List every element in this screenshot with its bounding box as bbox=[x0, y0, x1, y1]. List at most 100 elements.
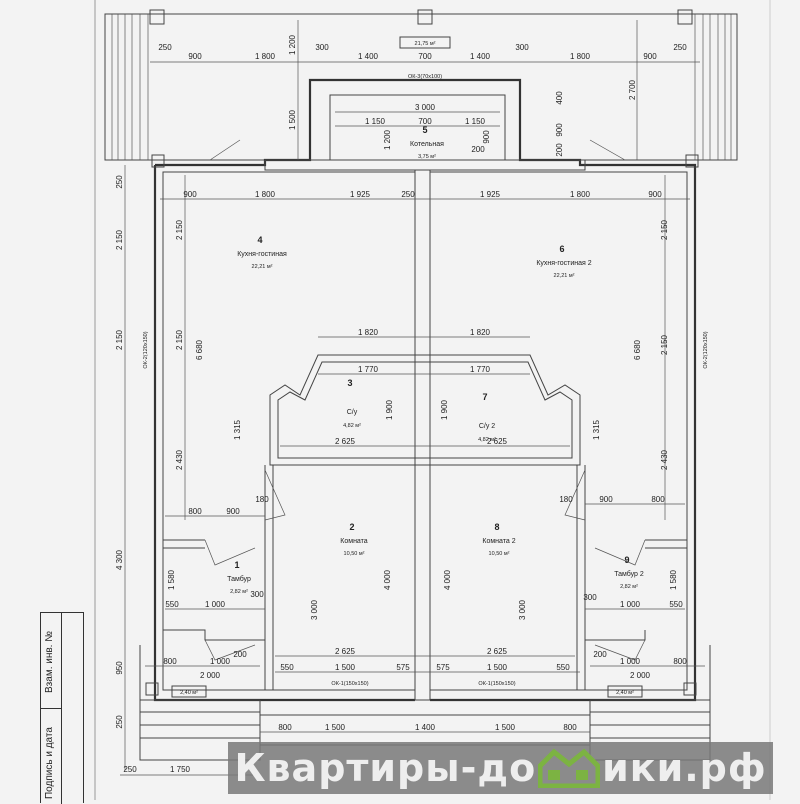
dimension-label: 1 750 bbox=[170, 765, 191, 774]
house-icon bbox=[538, 748, 601, 788]
dimension-label: 1 820 bbox=[470, 328, 491, 337]
dimension-label: 2 625 bbox=[487, 437, 508, 446]
area-tag-terrace-1: 2,40 м² bbox=[180, 690, 198, 696]
room-9-number: 9 bbox=[624, 555, 629, 565]
dimension-label: 300 bbox=[315, 43, 329, 52]
room-2-area: 10,50 м² bbox=[344, 551, 365, 557]
dimension-label: 2 150 bbox=[660, 334, 669, 355]
dimension-label: 250 bbox=[115, 715, 124, 729]
window-ok3: ОК-3(70х100) bbox=[408, 74, 442, 80]
dimension-label: 800 bbox=[651, 495, 665, 504]
dimension-label: 1 500 bbox=[487, 663, 508, 672]
room-3-area: 4,82 м² bbox=[343, 423, 361, 429]
roof-overhang bbox=[104, 13, 738, 161]
dimension-label: 950 bbox=[115, 661, 124, 675]
brand-text-start: Квартиры-до bbox=[234, 746, 537, 790]
dimension-label: 700 bbox=[418, 52, 432, 61]
dimension-label: 1 820 bbox=[358, 328, 379, 337]
dimension-label: 300 bbox=[250, 590, 264, 599]
dimension-label: 2 150 bbox=[660, 219, 669, 240]
dimension-label: 575 bbox=[436, 663, 450, 672]
dimension-label: 1 800 bbox=[570, 190, 591, 199]
dimension-label: 550 bbox=[556, 663, 570, 672]
dimension-label: 200 bbox=[593, 650, 607, 659]
dimension-label: 300 bbox=[583, 593, 597, 602]
dimension-label: 1 925 bbox=[350, 190, 371, 199]
dimension-label: 250 bbox=[115, 175, 124, 189]
room-walls bbox=[163, 465, 687, 690]
dimension-label: 4 000 bbox=[383, 569, 392, 590]
dimension-label: 2 000 bbox=[630, 671, 651, 680]
dimension-label: 1 000 bbox=[210, 657, 231, 666]
dimension-label: 1 500 bbox=[325, 723, 346, 732]
window-ok1-right: ОК-1(150х150) bbox=[478, 681, 515, 687]
title-block-row: Подпись и дата bbox=[41, 708, 62, 804]
dimension-label: 1 150 bbox=[465, 117, 486, 126]
room-7-area: 4,82 м² bbox=[478, 437, 496, 443]
dimension-label: 900 bbox=[183, 190, 197, 199]
dimension-label: 1 500 bbox=[335, 663, 356, 672]
room-4-area: 22,21 м² bbox=[252, 264, 273, 270]
room-1-name: Тамбур bbox=[227, 575, 251, 583]
dimension-label: 2 430 bbox=[175, 449, 184, 470]
room-6-number: 6 bbox=[559, 244, 564, 254]
title-block: Взам. инв. № Подпись и дата bbox=[40, 612, 84, 804]
dimension-label: 250 bbox=[673, 43, 687, 52]
dimension-label: 900 bbox=[648, 190, 662, 199]
dimension-label: 1 580 bbox=[167, 569, 176, 590]
dimension-label: 550 bbox=[165, 600, 179, 609]
dimension-label: 4 000 bbox=[443, 569, 452, 590]
window-ok1-left: ОК-1(150х150) bbox=[331, 681, 368, 687]
dimension-label: 2 150 bbox=[115, 329, 124, 350]
dimension-label: 250 bbox=[401, 190, 415, 199]
room-6-area: 22,21 м² bbox=[554, 273, 575, 279]
dimension-label: 575 bbox=[396, 663, 410, 672]
dimension-label: 900 bbox=[599, 495, 613, 504]
dimension-label: 1 000 bbox=[620, 657, 641, 666]
dimension-label: 4 300 bbox=[115, 549, 124, 570]
room-3-number: 3 bbox=[347, 378, 352, 388]
dimension-label: 900 bbox=[482, 130, 491, 144]
dimension-label: 1 150 bbox=[365, 117, 386, 126]
dimension-label: 400 bbox=[555, 91, 564, 105]
replacement-inv-label: Взам. инв. № bbox=[44, 631, 55, 693]
dimension-label: 3 000 bbox=[310, 599, 319, 620]
area-tag-terrace-2: 2,40 м² bbox=[616, 690, 634, 696]
title-block-row: Взам. инв. № bbox=[41, 613, 62, 708]
room-8-number: 8 bbox=[494, 522, 499, 532]
dimension-label: 1 770 bbox=[358, 365, 379, 374]
dimension-label: 1 900 bbox=[385, 399, 394, 420]
dimension-label: 1 500 bbox=[495, 723, 516, 732]
dimension-label: 1 580 bbox=[669, 569, 678, 590]
dimension-label: 180 bbox=[559, 495, 573, 504]
room-5-area: 3,75 м² bbox=[418, 154, 436, 160]
room-6-name: Кухня-гостиная 2 bbox=[536, 260, 591, 267]
dimension-label: 800 bbox=[563, 723, 577, 732]
dimension-label: 2 625 bbox=[335, 437, 356, 446]
exterior-walls bbox=[153, 78, 697, 702]
dimension-label: 1 200 bbox=[288, 34, 297, 55]
room-2-number: 2 bbox=[349, 522, 354, 532]
dimension-label: 250 bbox=[123, 765, 137, 774]
dimension-label: 1 400 bbox=[358, 52, 379, 61]
dimension-label: 1 000 bbox=[620, 600, 641, 609]
dimension-label: 900 bbox=[555, 123, 564, 137]
dimension-label: 1 315 bbox=[233, 419, 242, 440]
dimension-label: 550 bbox=[669, 600, 683, 609]
area-tag-total: 21,75 м² bbox=[415, 41, 436, 47]
window-ok2-left: ОК-2(120х150) bbox=[143, 331, 149, 368]
dimension-label: 700 bbox=[418, 117, 432, 126]
dimension-label: 800 bbox=[278, 723, 292, 732]
dimension-label: 2 700 bbox=[628, 79, 637, 100]
room-2-name: Комната bbox=[340, 538, 368, 545]
dimension-label: 180 bbox=[255, 495, 269, 504]
dimension-label: 2 150 bbox=[115, 229, 124, 250]
dimension-label: 900 bbox=[188, 52, 202, 61]
dimension-label: 1 800 bbox=[570, 52, 591, 61]
dimension-label: 550 bbox=[280, 663, 294, 672]
dimension-label: 200 bbox=[471, 145, 485, 154]
room-5-number: 5 bbox=[422, 125, 427, 135]
columns bbox=[145, 9, 699, 696]
room-7-name: С/у 2 bbox=[479, 423, 495, 430]
dimension-label: 900 bbox=[226, 507, 240, 516]
